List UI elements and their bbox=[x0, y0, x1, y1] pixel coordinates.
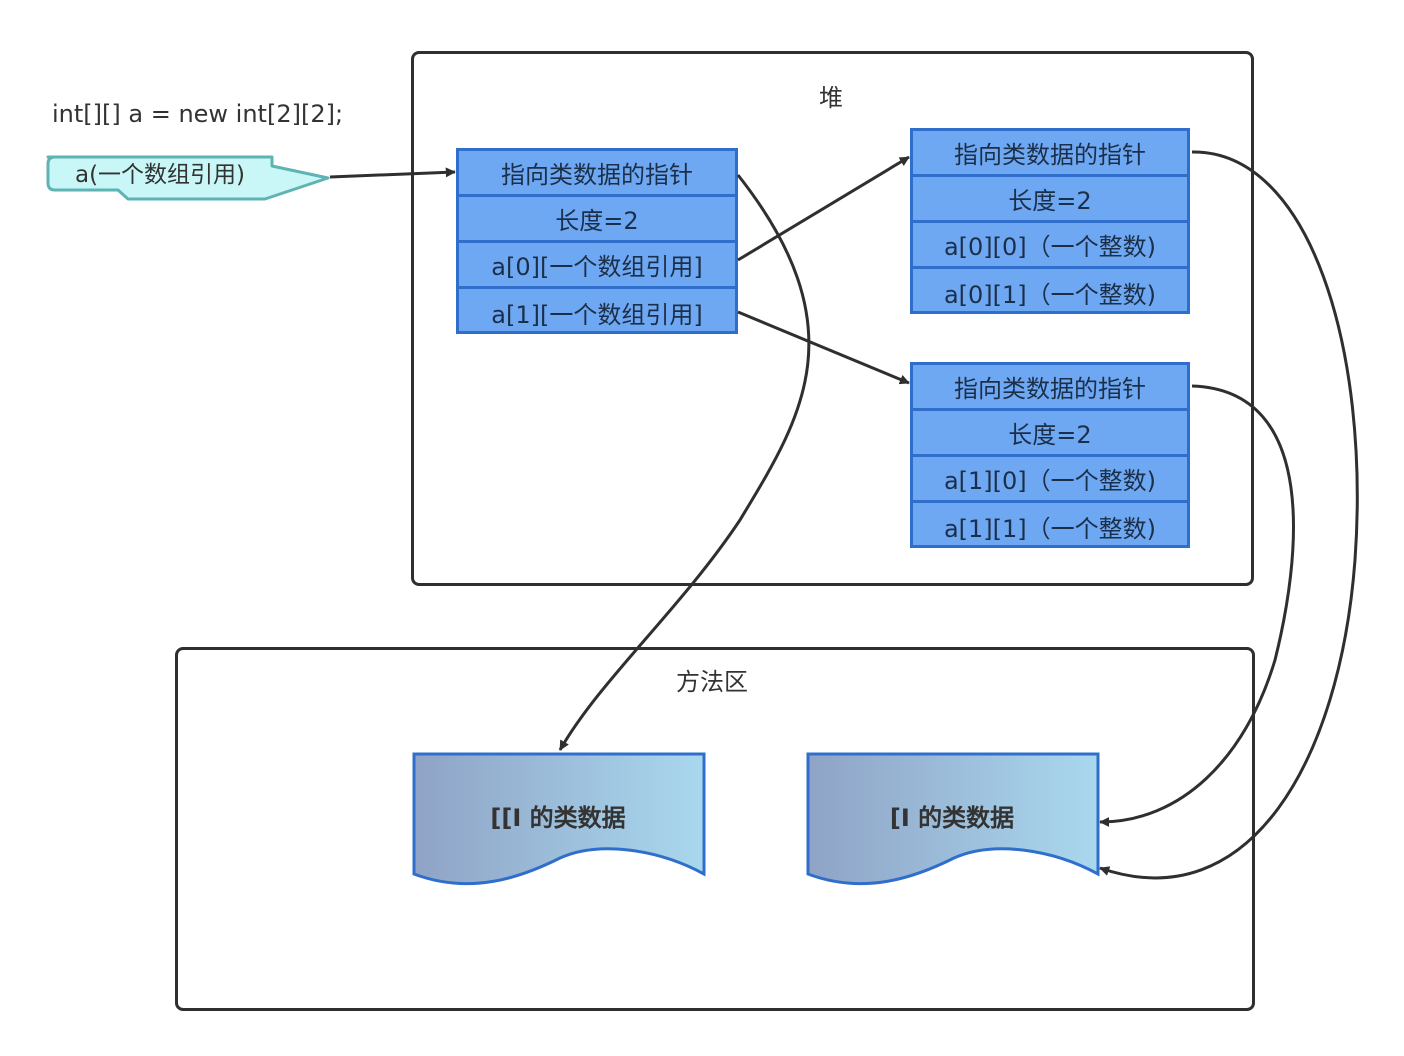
arrow-outer-pointer-to-class-2d bbox=[558, 174, 811, 751]
method-area-label: 方法区 bbox=[676, 668, 748, 696]
inner0-element-0-cell: a[0][0]（一个整数) bbox=[913, 223, 1187, 269]
heap-label: 堆 bbox=[819, 84, 843, 112]
arrow-inner0-pointer-to-class-1d bbox=[1099, 150, 1359, 880]
arrow-inner1-pointer-to-class-1d bbox=[1099, 384, 1295, 827]
code-declaration: int[][] a = new int[2][2]; bbox=[52, 100, 344, 128]
inner1-element-1-cell: a[1][1]（一个整数) bbox=[943, 514, 1157, 543]
arrow-outer-element0-to-inner-array0 bbox=[737, 155, 910, 262]
outer-length-cell: 长度=2 bbox=[459, 197, 735, 243]
arrow-reference-to-outer-array bbox=[329, 167, 456, 179]
inner-array-0: 指向类数据的指针 长度=2 a[0][0]（一个整数) a[0][1]（一个整数… bbox=[910, 128, 1190, 314]
inner0-length-cell: 长度=2 bbox=[913, 177, 1187, 223]
inner1-element-0-cell: a[1][0]（一个整数) bbox=[913, 457, 1187, 503]
class-data-2d-document: [[I 的类数据 bbox=[412, 752, 706, 886]
inner0-class-pointer-cell: 指向类数据的指针 bbox=[913, 131, 1187, 177]
outer-element-1-cell: a[1][一个数组引用] bbox=[491, 300, 703, 329]
class-data-1d-label: [I 的类数据 bbox=[890, 804, 1014, 832]
reference-label: a(一个数组引用) bbox=[75, 162, 245, 188]
outer-array: 指向类数据的指针 长度=2 a[0][一个数组引用] a[1][一个数组引用] bbox=[456, 148, 738, 334]
arrow-outer-element1-to-inner-array1 bbox=[737, 310, 910, 385]
reference-callout: a(一个数组引用) bbox=[46, 155, 330, 201]
outer-element-0-cell: a[0][一个数组引用] bbox=[459, 243, 735, 289]
outer-class-pointer-cell: 指向类数据的指针 bbox=[459, 151, 735, 197]
inner1-class-pointer-cell: 指向类数据的指针 bbox=[913, 365, 1187, 411]
inner0-element-1-cell: a[0][1]（一个整数) bbox=[943, 280, 1157, 309]
class-data-2d-label: [[I 的类数据 bbox=[490, 804, 625, 832]
inner1-length-cell: 长度=2 bbox=[913, 411, 1187, 457]
class-data-1d-document: [I 的类数据 bbox=[806, 752, 1100, 886]
inner-array-1: 指向类数据的指针 长度=2 a[1][0]（一个整数) a[1][1]（一个整数… bbox=[910, 362, 1190, 548]
